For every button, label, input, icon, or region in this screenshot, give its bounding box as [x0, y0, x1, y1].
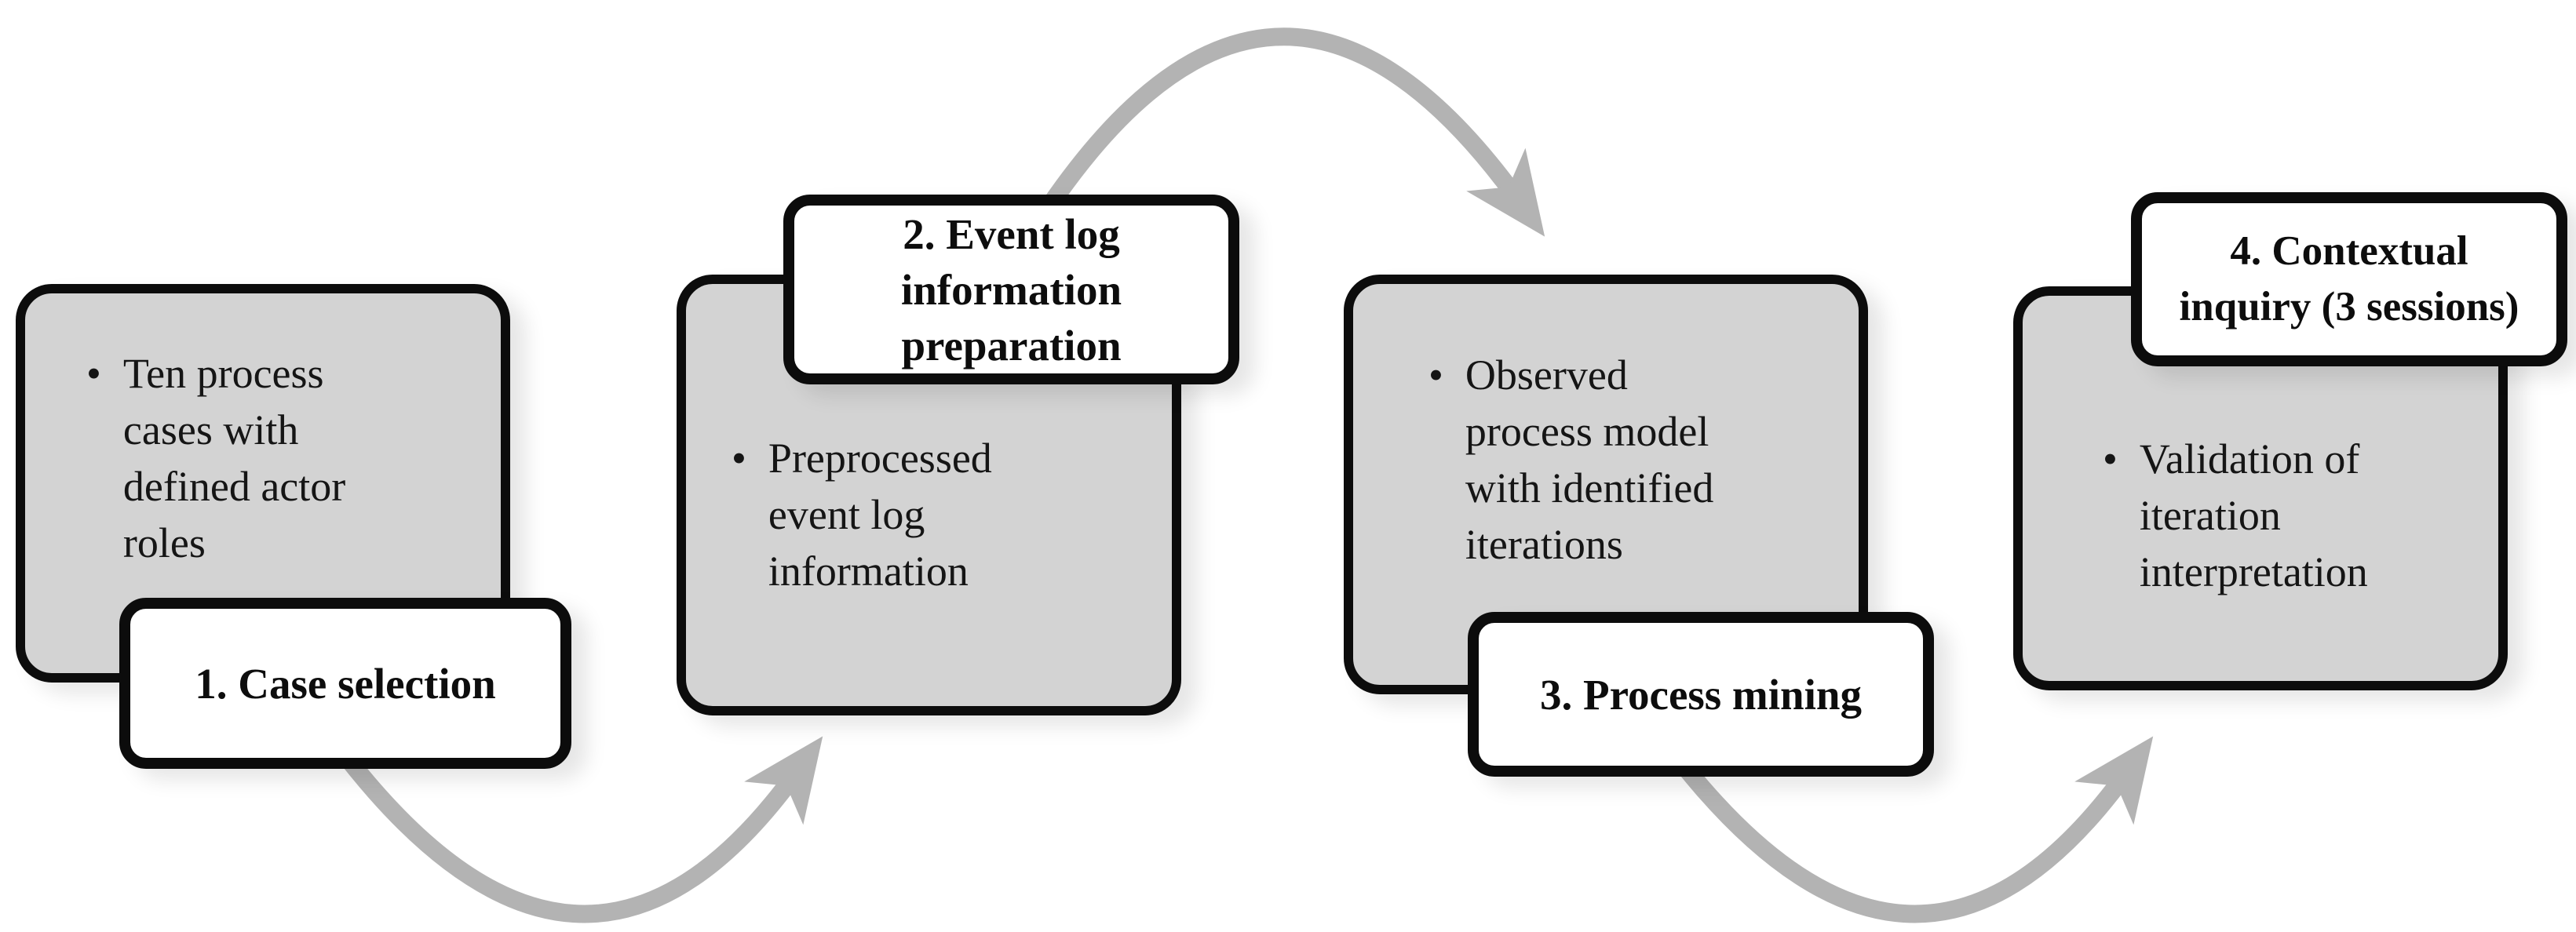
step4-output-text: Validation of iteration interpretation [2139, 435, 2368, 595]
step1-output-box: • Ten process cases with defined actor r… [16, 284, 510, 683]
step1-label: 1. Case selection [119, 598, 571, 769]
step4-label: 4. Contextual inquiry (3 sessions) [2131, 192, 2567, 366]
step3-output-item: • Observed process model with identified… [1428, 347, 1797, 573]
bullet-icon: • [86, 350, 101, 397]
step3-label: 3. Process mining [1468, 612, 1934, 777]
step1-output-item: • Ten process cases with defined actor r… [86, 345, 424, 571]
bullet-icon: • [1428, 351, 1443, 399]
step4-output-item: • Validation of iteration interpretation [2103, 431, 2456, 600]
arrow-step1-to-step2-icon [330, 736, 823, 923]
bullet-icon: • [2103, 435, 2118, 482]
bullet-icon: • [732, 435, 746, 482]
arrow-step3-to-step4-icon [1660, 736, 2154, 923]
step2-output-item: • Preprocessed event log information [732, 430, 1100, 599]
step1-output-text: Ten process cases with defined actor rol… [122, 350, 346, 566]
arrow-step2-to-step3-icon [1013, 27, 1545, 256]
step3-output-text: Observed process model with identified i… [1465, 351, 1714, 568]
step2-label: 2. Event log information preparation [783, 195, 1239, 384]
step2-output-text: Preprocessed event log information [768, 435, 992, 595]
